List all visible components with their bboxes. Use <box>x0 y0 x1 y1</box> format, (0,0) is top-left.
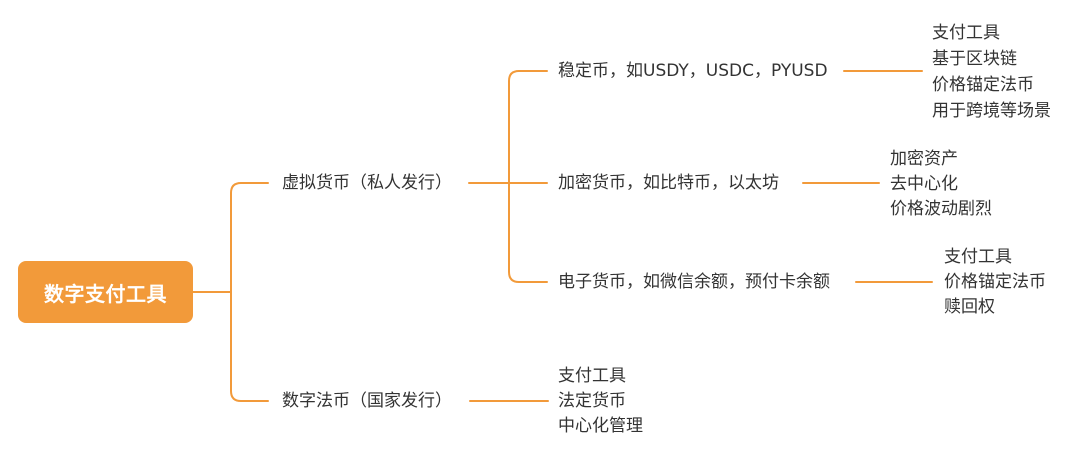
connector-branch-bracket <box>230 182 269 402</box>
electronic-money-features: 支付工具 价格锚定法币 赎回权 <box>944 245 1046 320</box>
topic-digital-fiat: 数字法币（国家发行） <box>282 391 452 411</box>
feature-item: 法定货币 <box>558 391 626 411</box>
feature-item: 去中心化 <box>890 174 958 194</box>
digital-fiat-features: 支付工具 法定货币 中心化管理 <box>558 364 643 439</box>
feature-item: 中心化管理 <box>558 416 643 436</box>
feature-item: 支付工具 <box>944 247 1012 267</box>
feature-item: 价格锚定法币 <box>932 75 1034 95</box>
topic-virtual-currency: 虚拟货币（私人发行） <box>282 173 452 193</box>
feature-item: 支付工具 <box>932 23 1000 43</box>
feature-item: 赎回权 <box>944 297 995 317</box>
feature-item: 加密资产 <box>890 149 958 169</box>
feature-item: 价格波动剧烈 <box>890 199 992 219</box>
cryptocurrency-features: 加密资产 去中心化 价格波动剧烈 <box>890 147 992 222</box>
stablecoin-features: 支付工具 基于区块链 价格锚定法币 用于跨境等场景 <box>932 20 1051 124</box>
feature-item: 基于区块链 <box>932 49 1017 69</box>
root-topic: 数字支付工具 <box>18 261 193 323</box>
feature-item: 支付工具 <box>558 366 626 386</box>
feature-item: 用于跨境等场景 <box>932 101 1051 121</box>
root-topic-label: 数字支付工具 <box>44 281 167 306</box>
topic-stablecoin: 稳定币，如USDY，USDC，PYUSD <box>558 61 828 81</box>
topic-electronic-money: 电子货币，如微信余额，预付卡余额 <box>558 272 830 292</box>
feature-item: 价格锚定法币 <box>944 272 1046 292</box>
connector-virtual-types-bracket <box>508 70 548 283</box>
topic-cryptocurrency: 加密货币，如比特币，以太坊 <box>558 173 779 193</box>
